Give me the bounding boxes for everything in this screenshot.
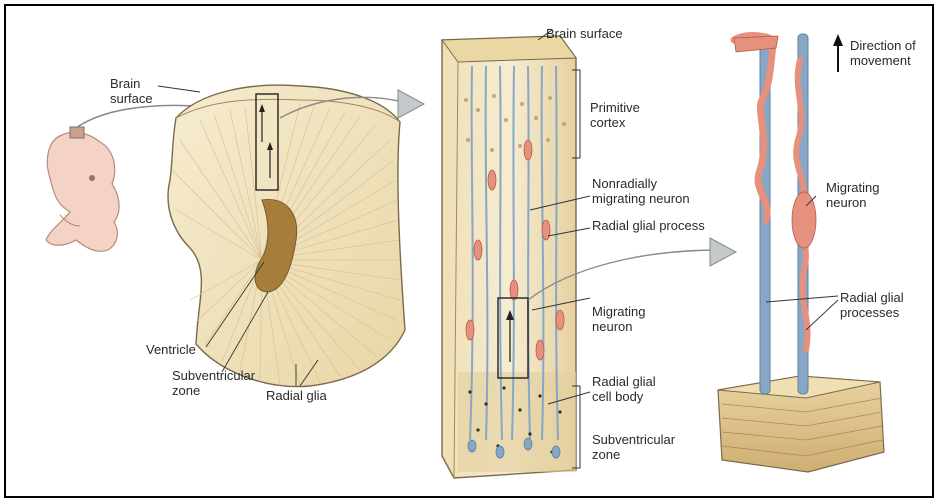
label-subventricular-zone-mid: Subventricular zone (592, 432, 675, 462)
label-ventricle: Ventricle (146, 342, 196, 357)
label-radial-glia: Radial glia (266, 388, 327, 403)
label-radial-glial-processes: Radial glial processes (840, 290, 904, 320)
label-brain-surface-left: Brain surface (110, 76, 153, 106)
embryo (46, 127, 119, 251)
label-migrating-neuron-right: Migrating neuron (826, 180, 879, 210)
label-direction-of-movement: Direction of movement (850, 38, 916, 68)
label-radial-glial-process: Radial glial process (592, 218, 705, 233)
label-radial-glial-cell-body: Radial glial cell body (592, 374, 656, 404)
label-primitive-cortex: Primitive cortex (590, 100, 640, 130)
label-brain-surface-top: Brain surface (546, 26, 623, 41)
label-subventricular-zone-left: Subventricular zone (172, 368, 255, 398)
migrating-neuron-body (792, 192, 816, 248)
label-migrating-neuron-mid: Migrating neuron (592, 304, 645, 334)
migration-detail (718, 34, 884, 472)
label-nonradially-migrating-neuron: Nonradially migrating neuron (592, 176, 690, 206)
brain-slice (168, 85, 405, 386)
cortex-column (442, 36, 576, 478)
